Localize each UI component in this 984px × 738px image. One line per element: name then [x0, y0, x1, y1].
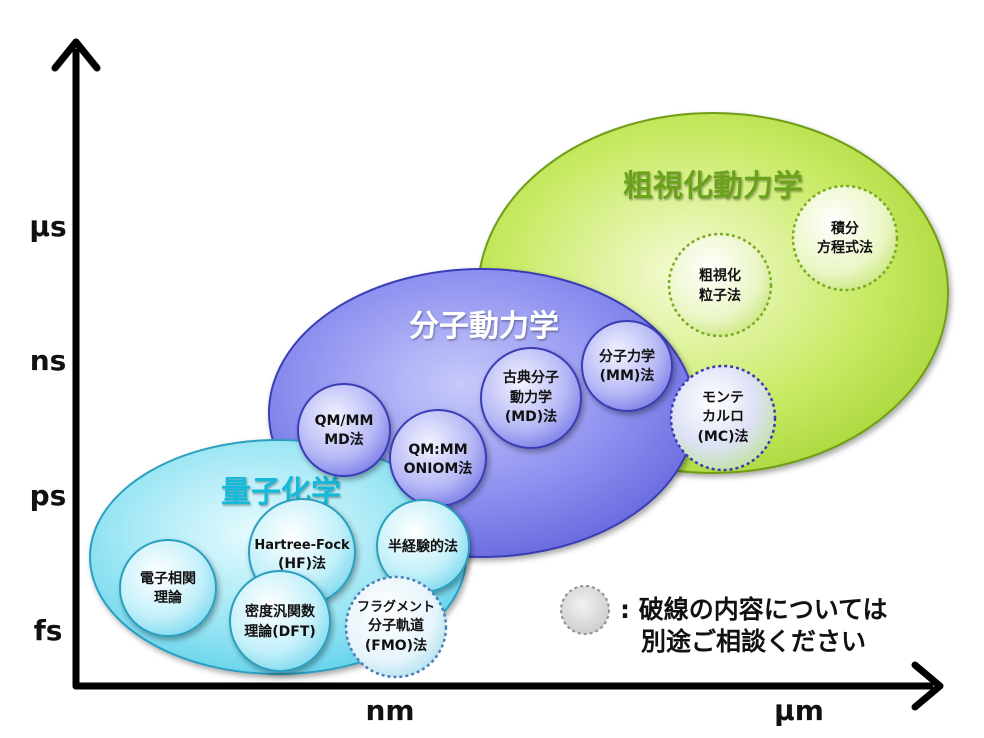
mc-line-1: モンテ	[702, 390, 744, 406]
qmmm-oniom-line-2: ONIOM法	[404, 460, 473, 477]
y-tick-ps: ps	[30, 479, 67, 512]
fmo-bubble: フラグメント 分子軌道 (FMO)法	[344, 575, 448, 679]
y-axis-arrow-icon	[51, 38, 101, 72]
qmmm-oniom-line-1: QM:MM	[408, 442, 467, 458]
legend-line-2: 別途ご相談ください	[641, 627, 866, 656]
cg-particle-line-2: 粒子法	[699, 287, 741, 304]
axes	[51, 38, 944, 711]
legend-line-1: : 破線の内容については	[620, 595, 887, 624]
cg-particle-line-1: 粗視化	[699, 267, 741, 284]
dft-line-1: 密度汎関数	[244, 603, 316, 620]
qmmm-md-line-2: MD法	[324, 431, 364, 448]
qmmm-md-line-1: QM/MM	[315, 413, 374, 429]
legend: : 破線の内容については 別途ご相談ください	[560, 585, 887, 656]
integral-line-1: 積分	[830, 220, 859, 237]
integral-line-2: 方程式法	[817, 239, 873, 256]
qmmm-md-bubble: QM/MM MD法	[297, 383, 391, 477]
mm-line-1: 分子力学	[599, 348, 655, 365]
classical-md-line-3: (MD)法	[505, 408, 557, 425]
classical-md-line-2: 動力学	[510, 389, 552, 406]
molecular-dynamics-title: 分子動力学	[409, 309, 559, 344]
electron-correlation-bubble: 電子相関 理論	[119, 539, 217, 637]
mm-line-2: (MM)法	[600, 367, 655, 384]
fmo-line-3: (FMO)法	[365, 637, 427, 654]
x-tick-nm: nm	[365, 694, 414, 727]
integral-equation-bubble: 積分 方程式法	[791, 184, 899, 292]
monte-carlo-bubble: モンテ カルロ (MC)法	[669, 364, 777, 472]
qmmm-oniom-bubble: QM:MM ONIOM法	[389, 409, 487, 507]
mc-line-2: カルロ	[702, 409, 744, 425]
y-tick-us: μs	[29, 210, 66, 243]
coarse-grained-title: 粗視化動力学	[623, 169, 803, 204]
x-axis-arrow-icon	[911, 661, 944, 711]
fmo-line-2: 分子軌道	[368, 617, 424, 634]
y-tick-fs: fs	[34, 614, 63, 647]
molecular-mechanics-bubble: 分子力学 (MM)法	[581, 320, 673, 412]
classical-md-line-1: 古典分子	[503, 369, 559, 386]
classical-md-bubble: 古典分子 動力学 (MD)法	[480, 347, 582, 449]
mc-line-3: (MC)法	[697, 428, 748, 445]
dft-bubble: 密度汎関数 理論(DFT)	[229, 570, 331, 672]
fmo-line-1: フラグメント	[357, 599, 435, 615]
coarse-particle-bubble: 粗視化 粒子法	[667, 232, 773, 338]
x-tick-um: μm	[774, 694, 824, 727]
y-tick-ns: ns	[30, 344, 67, 377]
hf-line-1: Hartree-Fock	[254, 538, 350, 553]
ec-line-2: 理論	[154, 589, 183, 606]
hf-line-2: (HF)法	[278, 555, 326, 572]
legend-dashed-circle-icon	[560, 585, 610, 635]
ec-line-1: 電子相関	[140, 570, 196, 587]
semi-empirical-label: 半経験的法	[388, 538, 458, 555]
dft-line-2: 理論(DFT)	[244, 623, 316, 640]
